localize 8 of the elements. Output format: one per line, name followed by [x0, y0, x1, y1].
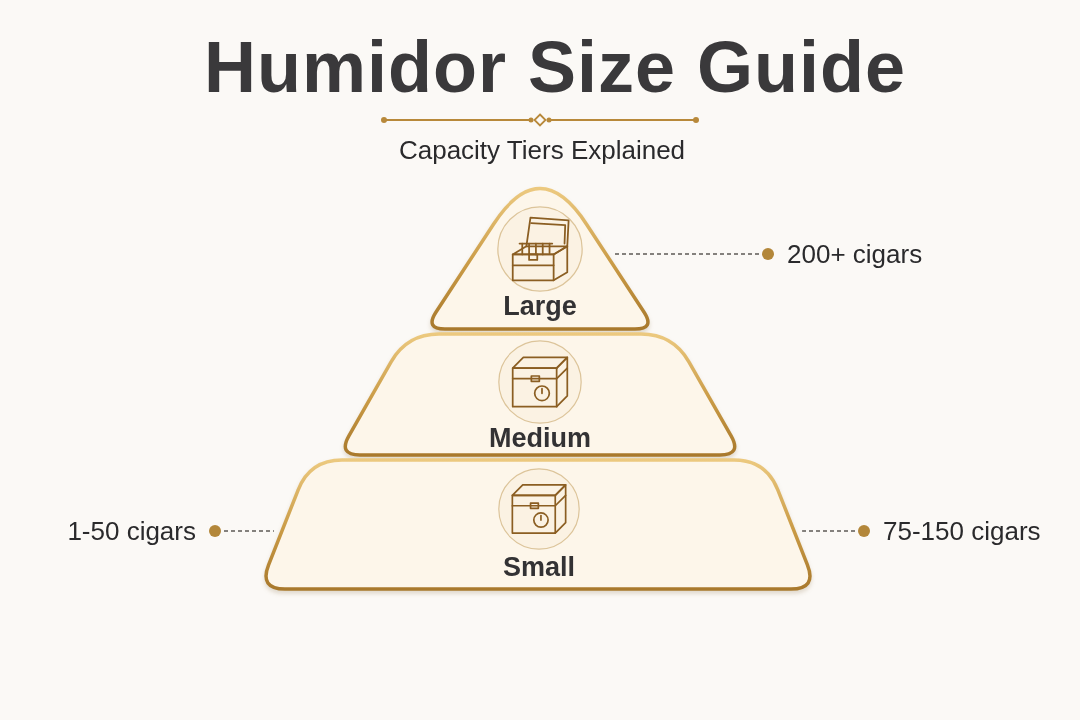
title: Humidor Size Guide [203, 31, 907, 103]
tier-label: Small [503, 554, 575, 581]
capacity-label: 75-150 cigars [883, 516, 1041, 546]
tier-label: Large [503, 293, 577, 320]
tier-label: Medium [489, 425, 591, 452]
capacity-label: 200+ cigars [787, 239, 923, 269]
capacity-label: 1-50 cigars [67, 516, 196, 546]
subtitle: Capacity Tiers Explained [398, 135, 686, 167]
